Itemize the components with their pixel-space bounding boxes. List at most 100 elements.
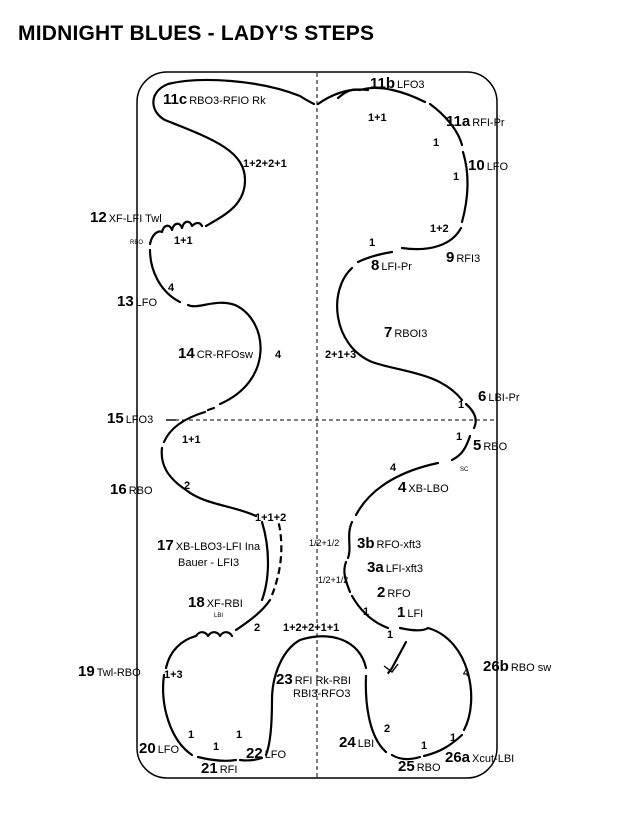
step-description: RFI Rk-RBI <box>295 675 351 687</box>
count-c8: 4 <box>168 282 175 294</box>
trace-19 <box>164 631 234 670</box>
count-c24: 4 <box>463 667 470 679</box>
count-c9: 4 <box>275 349 282 361</box>
step-number: 16 <box>110 481 127 498</box>
count-c6: 1+2 <box>430 223 449 235</box>
step-description: RBO3-RFIO Rk <box>189 95 266 107</box>
step-description: LFI-Pr <box>381 261 412 273</box>
count-c17: 1/2+1/2 <box>309 538 339 548</box>
step-description: LBI-Pr <box>488 392 520 404</box>
step-number: 18 <box>188 594 205 611</box>
step-number: 11b <box>370 75 395 92</box>
step-description: LFI-xft3 <box>386 563 423 575</box>
trace-1a <box>398 626 430 632</box>
step-number: 7 <box>384 324 392 341</box>
step-number: 13 <box>117 293 134 310</box>
trace-17-inner <box>260 520 270 602</box>
step-number: 10 <box>468 157 485 174</box>
count-c23: 1+3 <box>164 669 183 681</box>
step-description: Xcut-LBI <box>472 753 514 765</box>
step-description: Twl-RBO <box>97 667 141 679</box>
count-c2: 1 <box>433 137 439 149</box>
count-c29: 1 <box>421 740 427 752</box>
rink-outline <box>136 71 498 779</box>
step-description: RBO sw <box>511 662 551 674</box>
step-number: 26b <box>483 658 509 675</box>
trace-1-dash <box>385 667 393 677</box>
step-description: LFO3 <box>126 414 154 426</box>
step-number: 14 <box>178 345 195 362</box>
step-description: LFO <box>158 744 180 756</box>
count-c27: 1 <box>236 729 242 741</box>
step-number: 24 <box>339 734 356 751</box>
step-description: CR-RFOsw <box>197 349 253 361</box>
trace-12 <box>148 220 204 246</box>
count-c13: 1 <box>456 431 462 443</box>
trace-22 <box>238 756 264 762</box>
count-c10: 2+1+3 <box>325 349 356 361</box>
count-c28: 2 <box>384 723 390 735</box>
trace-16 <box>160 446 258 518</box>
trace-11b <box>336 86 427 104</box>
step-description: LFO <box>487 161 509 173</box>
start-arrow <box>383 663 399 673</box>
step-description: RBO <box>129 485 153 497</box>
step-description: RFI <box>220 764 238 776</box>
trace-20 <box>162 673 194 757</box>
step-description: XF-LFI Twl <box>109 213 162 225</box>
trace-3a <box>343 560 352 594</box>
count-c4: 1+2+2+1 <box>243 158 287 170</box>
count-c26: 1 <box>213 741 219 753</box>
trace-5 <box>450 434 472 462</box>
step-number: 2 <box>377 584 385 601</box>
step-description: XB-LBO <box>408 483 449 495</box>
count-c7: 1 <box>369 237 375 249</box>
count-c19: 1 <box>363 606 369 618</box>
step-number: 5 <box>473 437 481 454</box>
step-description: RFI3 <box>456 253 480 265</box>
rbo-small-label: RBO <box>130 240 143 246</box>
rbi3-label: RBI3-RFO3 <box>293 688 350 700</box>
step-number: 8 <box>371 257 379 274</box>
trace-21 <box>196 755 238 762</box>
trace-18 <box>234 598 272 632</box>
trace-25 <box>390 753 422 761</box>
count-c5: 1+1 <box>174 235 193 247</box>
trace-3b <box>346 520 354 560</box>
step-number: 1 <box>397 604 405 621</box>
sc-small-label: SC <box>460 467 469 473</box>
count-c18: 1/2+1/2 <box>318 575 348 585</box>
trace-11a <box>428 102 464 147</box>
count-c11: 1 <box>458 399 464 411</box>
page-title: MIDNIGHT BLUES - LADY'S STEPS <box>18 22 375 45</box>
step-number: 22 <box>246 745 263 762</box>
count-c1: 1+1 <box>368 112 387 124</box>
bauer-label: Bauer - LFI3 <box>178 557 239 569</box>
step-description: RBO <box>417 762 441 774</box>
count-c30: 1 <box>450 732 456 744</box>
step-number: 3b <box>357 535 375 552</box>
trace-10 <box>460 150 469 224</box>
step-number: 21 <box>201 760 218 777</box>
